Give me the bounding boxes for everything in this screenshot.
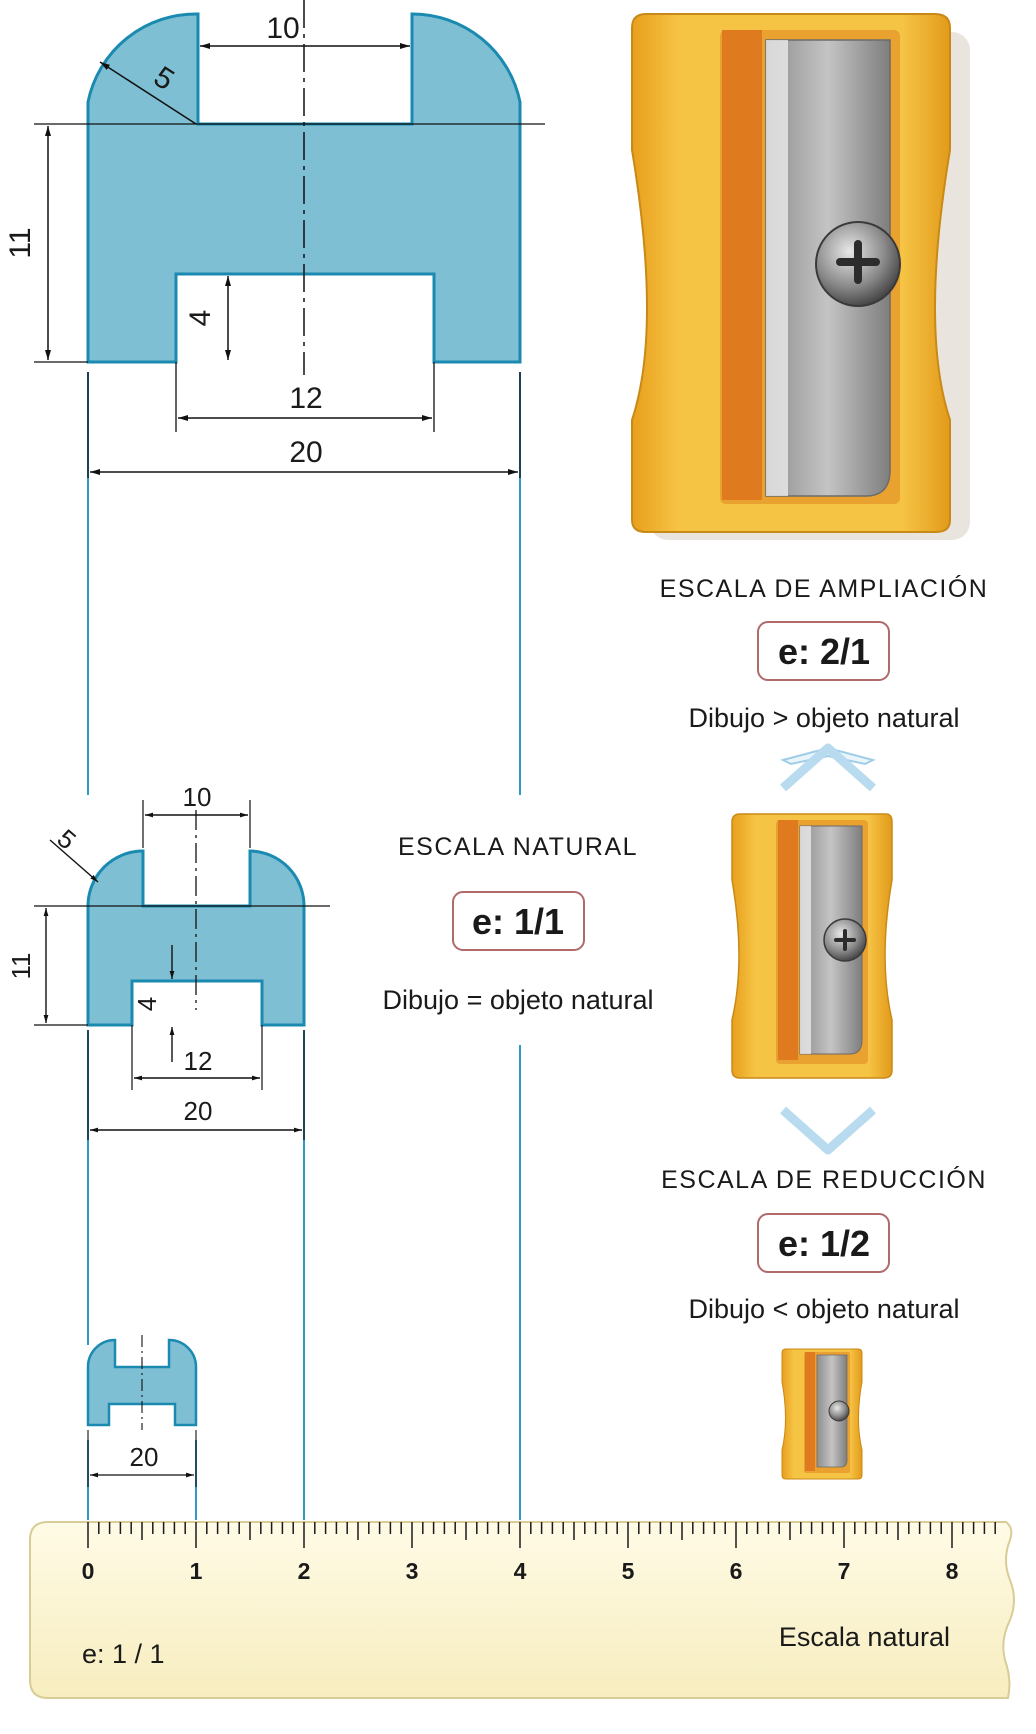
- medium-profile: 10 5 11 4 12 20: [6, 782, 330, 1140]
- natural-scale-relation: Dibujo = objeto natural: [383, 985, 654, 1015]
- reduction-scale-title: ESCALA DE REDUCCIÓN: [661, 1165, 987, 1194]
- ruler-ticks: [87, 1522, 996, 1548]
- ruler-tick-label: 4: [514, 1558, 527, 1584]
- ruler-tick-label: 2: [298, 1558, 311, 1584]
- small-profile: 20: [86, 1335, 198, 1487]
- small-dim-total-width: 20: [130, 1442, 159, 1472]
- reduction-scale-block: ESCALA DE REDUCCIÓN e: 1/2 Dibujo < obje…: [661, 1165, 987, 1324]
- enlargement-scale-title: ESCALA DE AMPLIACIÓN: [660, 574, 989, 603]
- medium-dim-slot-width: 10: [183, 782, 212, 812]
- ruler-tick-label: 1: [190, 1558, 203, 1584]
- reduction-scale-relation: Dibujo < objeto natural: [689, 1294, 960, 1324]
- ruler-tick-label: 7: [838, 1558, 851, 1584]
- large-profile: 10 5 11 4 12 20: [4, 0, 545, 478]
- enlargement-scale-value: e: 2/1: [778, 631, 870, 672]
- natural-scale-badge: [452, 891, 585, 951]
- enlargement-scale-block: ESCALA DE AMPLIACIÓN e: 2/1 Dibujo > obj…: [660, 574, 989, 733]
- large-dim-height: 11: [4, 227, 37, 258]
- sharpener-small-image: [781, 1348, 863, 1480]
- medium-dim-height: 11: [6, 953, 36, 980]
- ruler-tick-label: 6: [730, 1558, 743, 1584]
- sharpener-medium-image: [731, 813, 893, 1079]
- ruler-tick-labels: 0 1 2 3 4 5 6 7 8: [82, 1558, 959, 1584]
- reduction-scale-value: e: 1/2: [778, 1223, 870, 1264]
- medium-dim-total-width: 20: [184, 1096, 213, 1126]
- ruler-tick-label: 0: [82, 1558, 95, 1584]
- ruler-tick-label: 8: [946, 1558, 959, 1584]
- ruler-tick-label: 3: [406, 1558, 419, 1584]
- ruler-body: [29, 1521, 1015, 1699]
- enlarge-arrow-up-icon: [780, 743, 876, 792]
- ruler-caption: Escala natural: [779, 1622, 950, 1652]
- ruler-scale-label: e: 1 / 1: [82, 1639, 165, 1669]
- enlargement-scale-relation: Dibujo > objeto natural: [689, 703, 960, 733]
- sharpener-large-image: [631, 13, 970, 540]
- enlargement-scale-badge: [757, 621, 890, 681]
- large-dim-slot-width: 10: [266, 12, 299, 45]
- ruler-tick-label: 5: [622, 1558, 635, 1584]
- large-dim-groove-depth: 4: [184, 310, 217, 327]
- reduce-arrow-down-icon: [780, 1106, 876, 1155]
- natural-scale-value: e: 1/1: [472, 901, 564, 942]
- ruler: 0 1 2 3 4 5 6 7 8 e: 1 / 1 Escala natural: [29, 1521, 1015, 1699]
- large-dim-groove-width: 12: [289, 382, 322, 415]
- medium-dim-groove-depth: 4: [132, 997, 162, 1011]
- natural-scale-block: ESCALA NATURAL e: 1/1 Dibujo = objeto na…: [383, 833, 654, 1015]
- natural-scale-title: ESCALA NATURAL: [398, 833, 638, 861]
- medium-dim-groove-width: 12: [184, 1046, 213, 1076]
- medium-dim-radius: 5: [51, 823, 81, 855]
- large-dim-total-width: 20: [289, 436, 322, 469]
- reduction-scale-badge: [757, 1213, 890, 1273]
